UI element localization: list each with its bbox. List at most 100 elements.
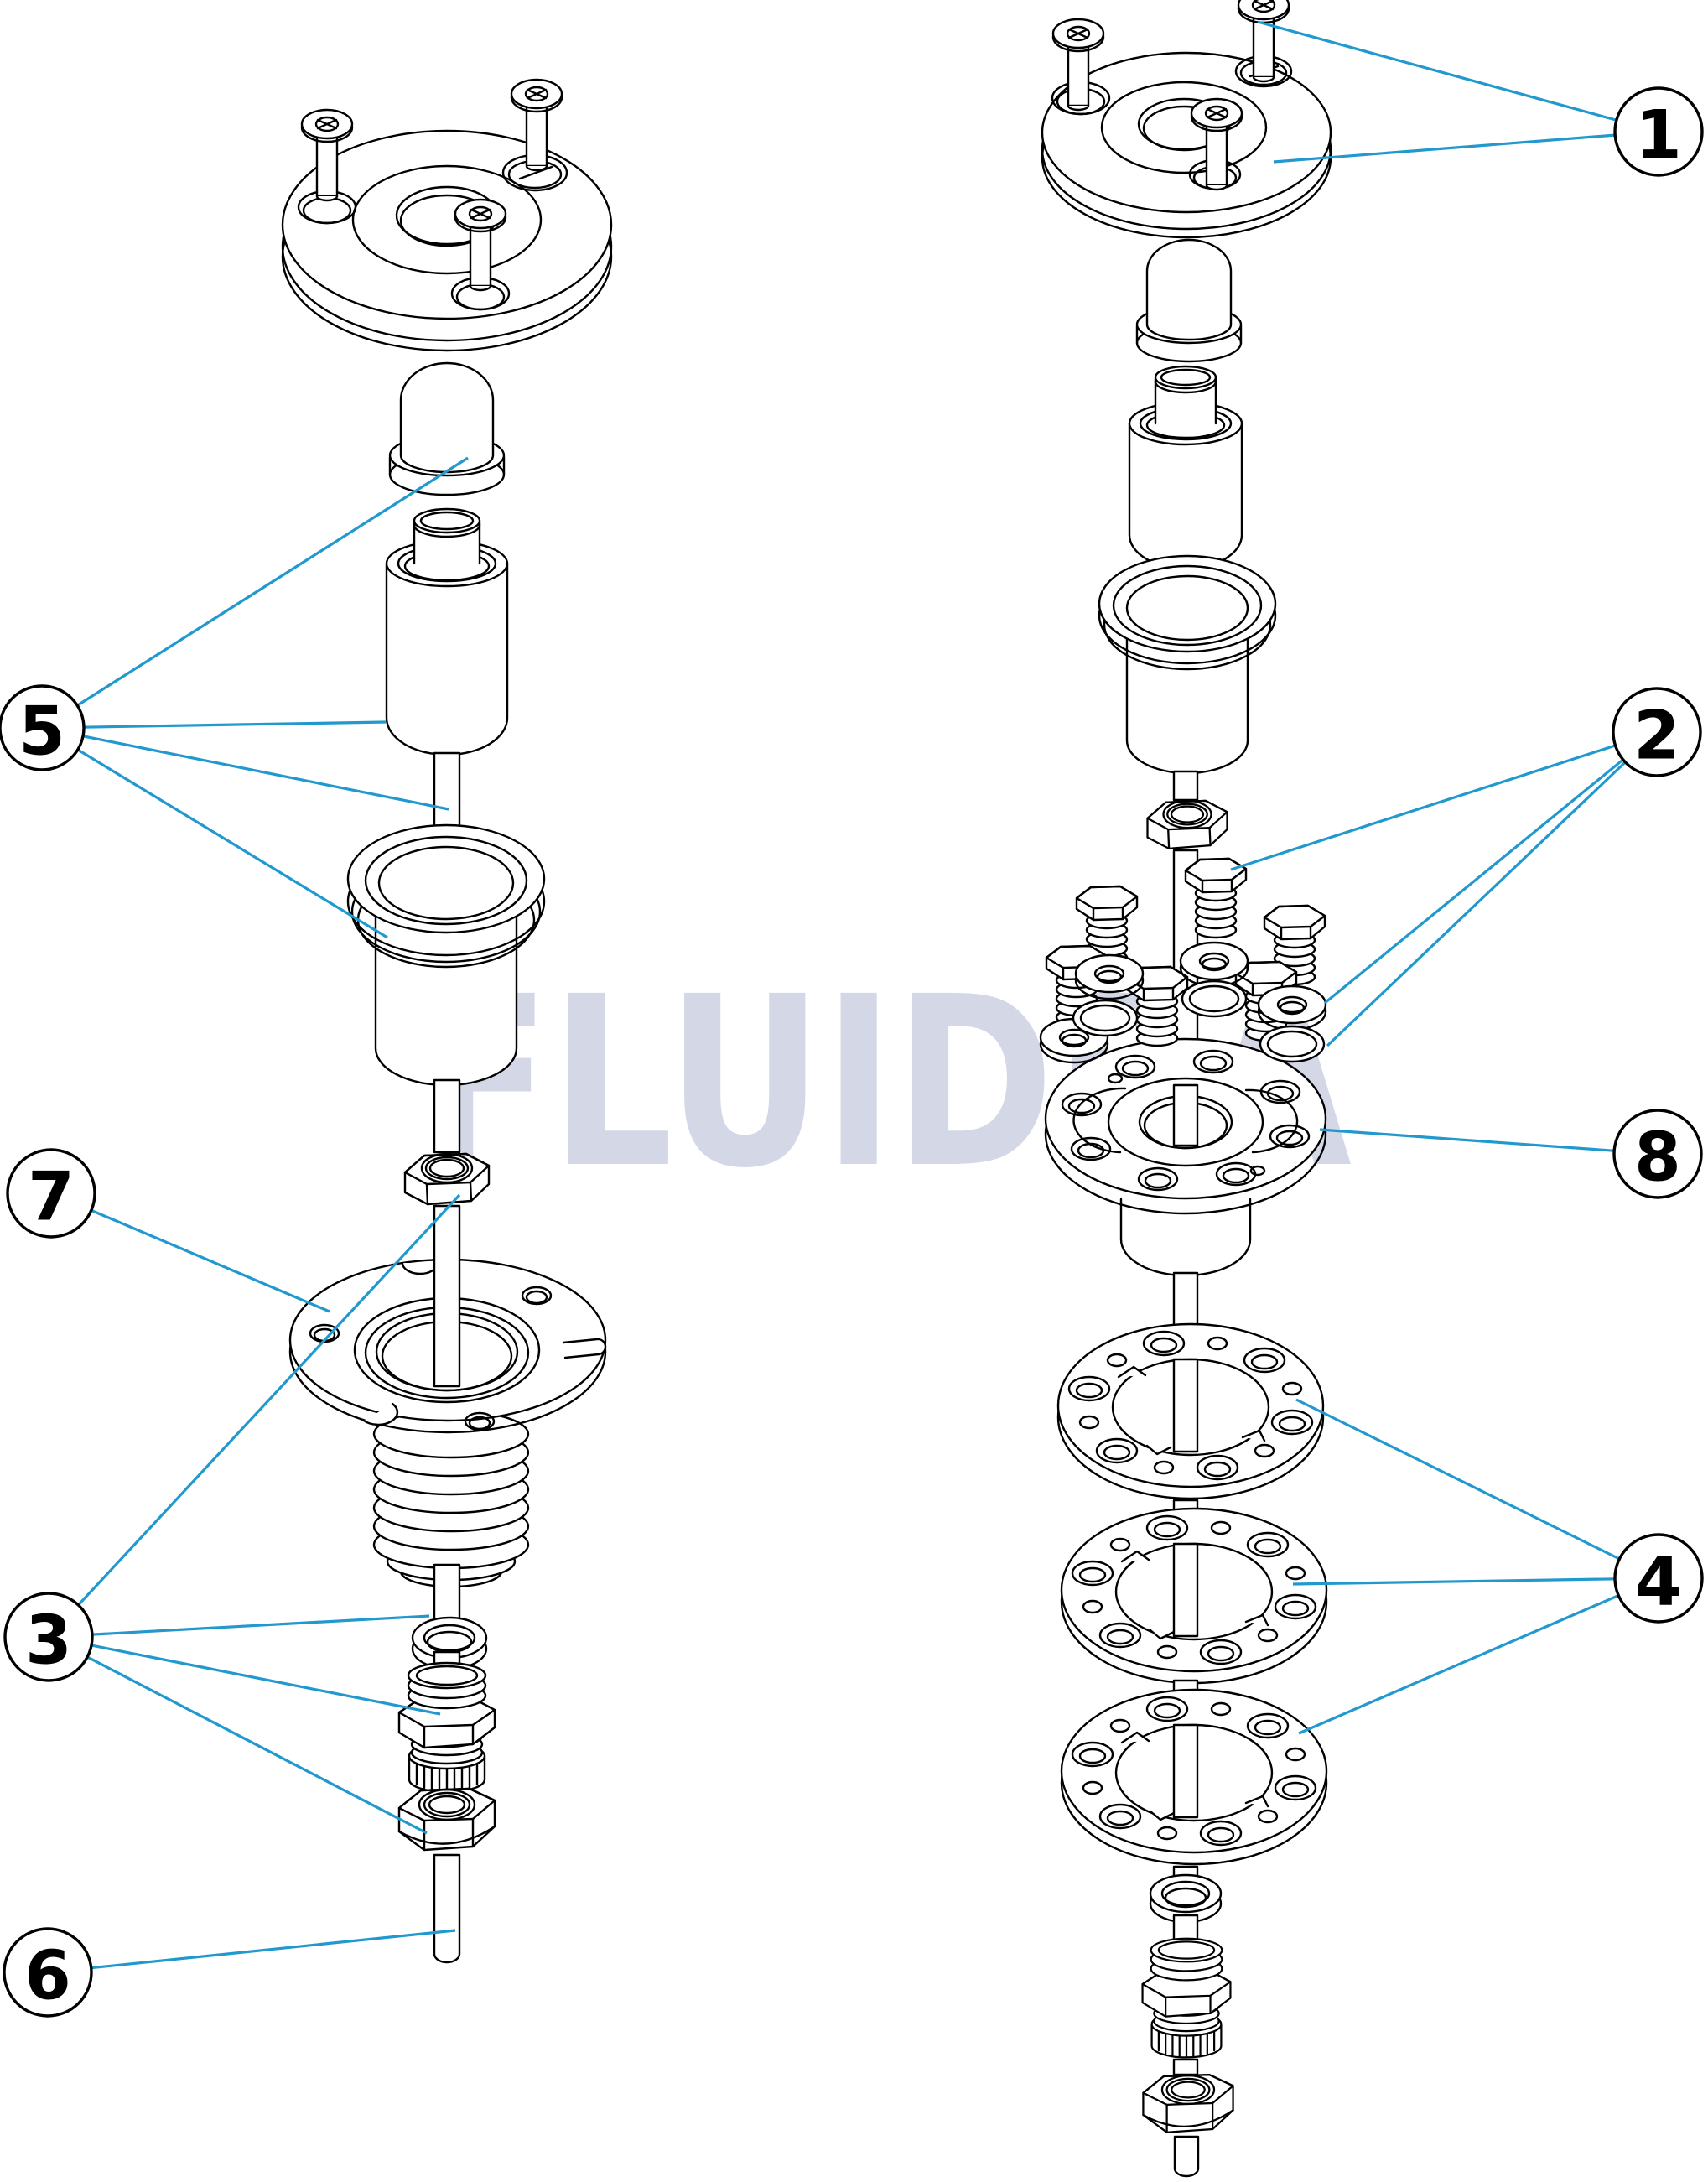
left-bushing — [385, 507, 509, 756]
drawing-primitive — [1199, 1055, 1228, 1072]
callout-number: 1 — [1635, 96, 1682, 174]
drawing-primitive — [1072, 1087, 1127, 1154]
callout-4: 4 — [1292, 1398, 1704, 1735]
right-seal-washer — [1149, 1873, 1223, 1924]
callout-number: 4 — [1635, 1543, 1682, 1621]
right-rod-tip — [1173, 2135, 1200, 2178]
drawing-primitive — [1145, 238, 1233, 341]
leader-line — [47, 1929, 456, 1974]
left-seal-washer — [411, 1616, 488, 1670]
right-cable-gland — [1141, 1937, 1232, 2059]
drawing-primitive — [374, 908, 518, 1087]
left-shaft-segment — [433, 1563, 461, 1625]
drawing-primitive — [1100, 81, 1268, 174]
callout-3: 3 — [3, 1193, 461, 1835]
drawing-primitive — [1269, 1124, 1311, 1149]
right-lock-nut — [1146, 799, 1228, 850]
drawing-primitive — [346, 823, 546, 934]
leader-line — [1319, 1128, 1659, 1156]
right-shaft-segment — [1172, 770, 1199, 802]
leader-line — [1298, 1577, 1659, 1735]
left-rod-tip — [433, 1853, 461, 1964]
drawing-primitive — [1114, 1054, 1156, 1079]
callout-number: 7 — [28, 1158, 75, 1236]
callout-circle — [1613, 1533, 1704, 1624]
gasket-ring — [1072, 999, 1139, 1037]
left-shaft-segment — [433, 1204, 461, 1388]
callout-circle — [3, 1592, 94, 1682]
left-cap — [388, 361, 506, 496]
callout-layer: 1 2 3 4 5 6 7 8 — [0, 20, 1704, 2018]
right-shaft-segment — [1172, 1271, 1199, 1328]
callout-2: 2 — [1230, 687, 1702, 1047]
drawing-primitive — [525, 1290, 548, 1305]
drawing-primitive — [1107, 1077, 1264, 1167]
callout-circle — [0, 684, 86, 771]
callout-1: 1 — [1257, 20, 1704, 177]
callout-5: 5 — [0, 456, 469, 939]
drawing-primitive — [1266, 1085, 1295, 1102]
right-shaft-segment — [1172, 1723, 1199, 1819]
leader-line — [1273, 130, 1659, 164]
gasket-ring — [1259, 1025, 1326, 1063]
drawing-primitive — [1259, 1079, 1301, 1104]
drawing-primitive — [385, 562, 509, 756]
left-hex-nut — [397, 1787, 496, 1852]
leader-line — [1326, 730, 1659, 1047]
right-shaft-segment — [1172, 2058, 1199, 2076]
drawing-primitive — [1061, 1092, 1103, 1117]
drawing-primitive — [1160, 1880, 1211, 1907]
leader-line — [50, 1192, 330, 1313]
drawing-primitive — [1144, 1172, 1172, 1189]
leader-line — [47, 1193, 461, 1639]
leader-line — [1257, 20, 1659, 133]
callout-7: 7 — [6, 1148, 330, 1313]
leader-line — [48, 1635, 428, 1835]
leader-line — [41, 720, 387, 730]
right-cover-flange — [1041, 0, 1332, 239]
left-shaft-segment — [433, 1078, 461, 1154]
drawing-primitive — [1275, 1130, 1304, 1146]
callout-6: 6 — [3, 1927, 456, 2018]
callout-circle — [1612, 1109, 1703, 1199]
callout-circle — [6, 1148, 96, 1239]
leader-line — [48, 1614, 430, 1639]
right-bushing — [1128, 365, 1243, 570]
drawing-primitive — [1041, 51, 1332, 214]
drawing-primitive — [399, 361, 495, 474]
leader-line — [1230, 730, 1658, 871]
left-lock-nut — [403, 1152, 491, 1206]
drawing-primitive — [1119, 1198, 1252, 1277]
drawing-primitive — [364, 835, 528, 926]
left-bellows — [372, 1409, 530, 1588]
drawing-primitive — [281, 129, 613, 320]
right-shaft-segment — [1172, 1542, 1199, 1638]
drawing-primitive — [1107, 1073, 1124, 1084]
right-cap — [1135, 238, 1243, 363]
drawing-primitive — [1121, 1060, 1150, 1077]
right-hub — [1119, 1198, 1252, 1277]
drawing-primitive — [468, 1416, 491, 1431]
gasket-ring — [1181, 979, 1248, 1018]
flange-holes — [1061, 1049, 1311, 1192]
left-shaft-segment — [433, 751, 461, 830]
right-assembly — [1039, 0, 1332, 2178]
drawing-primitive — [351, 164, 543, 275]
drawing-primitive — [419, 511, 475, 531]
drawing-primitive — [1192, 1049, 1234, 1074]
left-funnel — [346, 823, 546, 1087]
callout-number: 2 — [1633, 697, 1680, 775]
drawing-primitive — [377, 845, 515, 921]
callout-number: 3 — [25, 1602, 72, 1680]
drawing-primitive — [1112, 564, 1263, 647]
leader-line — [48, 1635, 441, 1716]
left-cable-gland — [397, 1661, 496, 1794]
leader-line — [1292, 1577, 1659, 1586]
drawing-primitive — [518, 165, 553, 180]
drawing-primitive — [1160, 368, 1212, 387]
drawing-primitive — [562, 1338, 607, 1359]
callout-number: 8 — [1634, 1119, 1681, 1197]
drawing-primitive — [1067, 1098, 1096, 1114]
